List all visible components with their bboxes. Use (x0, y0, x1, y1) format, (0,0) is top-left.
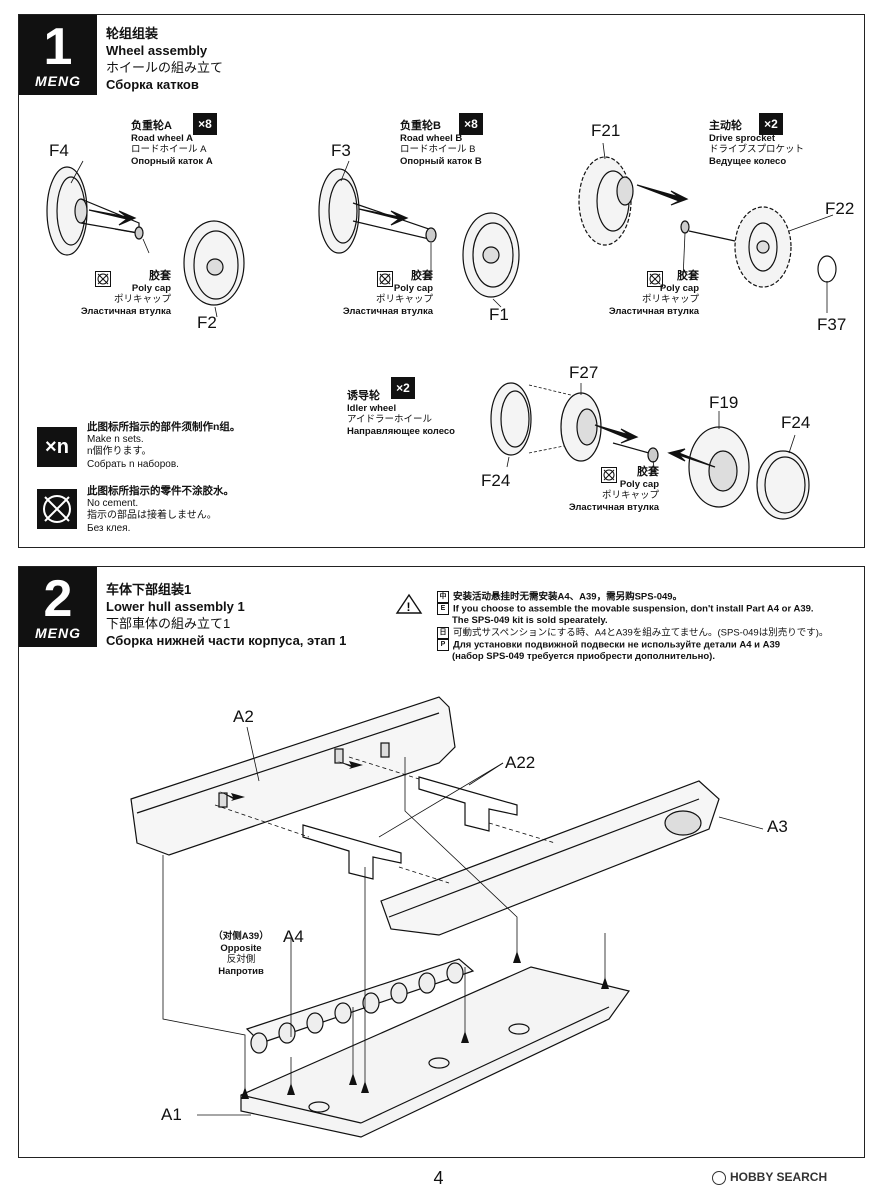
quantity-badge-x2-idler: ×2 (391, 377, 415, 399)
wheel-assembly-illustration (46, 142, 837, 520)
step-2-badge: 2 MENG (19, 567, 97, 647)
part-label-a1: A1 (161, 1105, 182, 1124)
step-1-badge: 1 MENG (19, 15, 97, 95)
road-wheel-b-caption: 负重轮B Road wheel B ロードホイール B Опорный като… (400, 120, 482, 167)
step-1-panel: 1 MENG 轮组组装 Wheel assembly ホイールの組み立て Сбо… (18, 14, 865, 548)
poly-cap-caption-4: 胶套 Poly cap ポリキャップ Эластичная втулка (568, 466, 659, 513)
poly-cap-caption-1: 胶套 Poly cap ポリキャップ Эластичная втулка (80, 270, 171, 317)
no-cement-legend-icon (37, 489, 77, 529)
no-cement-icon (95, 271, 111, 287)
legend-make-n-sets: 此图标所指示的部件须制作n组。 Make n sets. n個作ります。 Соб… (87, 421, 241, 470)
part-label-f24-left: F24 (481, 471, 511, 490)
part-label-f2: F2 (197, 313, 217, 332)
page-number: 4 (433, 1168, 444, 1188)
make-n-sets-icon: ×n (37, 427, 77, 467)
idler-wheel-caption: 诱导轮 Idler wheel アイドラーホイール Направляющее к… (347, 390, 455, 437)
part-label-a2: A2 (233, 707, 254, 726)
part-label-f1: F1 (489, 305, 509, 324)
step-number: 1 (43, 18, 73, 76)
part-label-a3: A3 (767, 817, 788, 836)
part-label-f19: F19 (709, 393, 739, 412)
opposite-a39-caption: （对侧A39） Opposite 反対側 Напротив (213, 931, 269, 977)
watermark: HOBBY SEARCH (712, 1170, 827, 1185)
part-label-f27: F27 (569, 363, 599, 382)
legend-no-cement: 此图标所指示的零件不涂胶水。 No cement. 指示の部品は接着しません。 … (87, 485, 234, 534)
part-label-f21: F21 (591, 121, 621, 140)
part-label-f24-right: F24 (781, 413, 811, 432)
poly-cap-caption-3: 胶套 Poly cap ポリキャップ Эластичная втулка (608, 270, 699, 317)
part-label-f37: F37 (817, 315, 847, 334)
quantity-badge-x8-a: ×8 (193, 113, 217, 135)
brand-logo: MENG (35, 625, 81, 641)
quantity-badge-x2-sprocket: ×2 (759, 113, 783, 135)
quantity-badge-x8-b: ×8 (459, 113, 483, 135)
step-number: 2 (43, 570, 73, 628)
brand-logo: MENG (35, 73, 81, 89)
no-cement-icon (377, 271, 393, 287)
warning-icon: ! (395, 593, 423, 614)
svg-text:!: ! (407, 600, 411, 614)
step-2-panel: 2 MENG 车体下部组装1 Lower hull assembly 1 下部車… (18, 566, 865, 1158)
step-1-title: 轮组组装 Wheel assembly ホイールの組み立て Сборка кат… (106, 26, 224, 92)
no-cement-icon (601, 467, 617, 483)
part-label-f3: F3 (331, 141, 351, 160)
drive-sprocket-caption: 主动轮 Drive sprocket ドライブスプロケット Ведущее ко… (709, 120, 805, 167)
step-2-title: 车体下部组装1 Lower hull assembly 1 下部車体の組み立て1… (106, 582, 347, 648)
part-label-a4: A4 (283, 927, 304, 946)
watermark-logo-icon (712, 1170, 726, 1185)
part-label-a22: A22 (505, 753, 536, 772)
road-wheel-a-caption: 负重轮A Road wheel A ロードホイール A Опорный като… (131, 120, 213, 167)
no-cement-icon (647, 271, 663, 287)
part-label-f22: F22 (825, 199, 855, 218)
poly-cap-caption-2: 胶套 Poly cap ポリキャップ Эластичная втулка (342, 270, 433, 317)
lower-hull-illustration: ! (130, 593, 764, 1138)
part-label-f4: F4 (49, 141, 69, 160)
